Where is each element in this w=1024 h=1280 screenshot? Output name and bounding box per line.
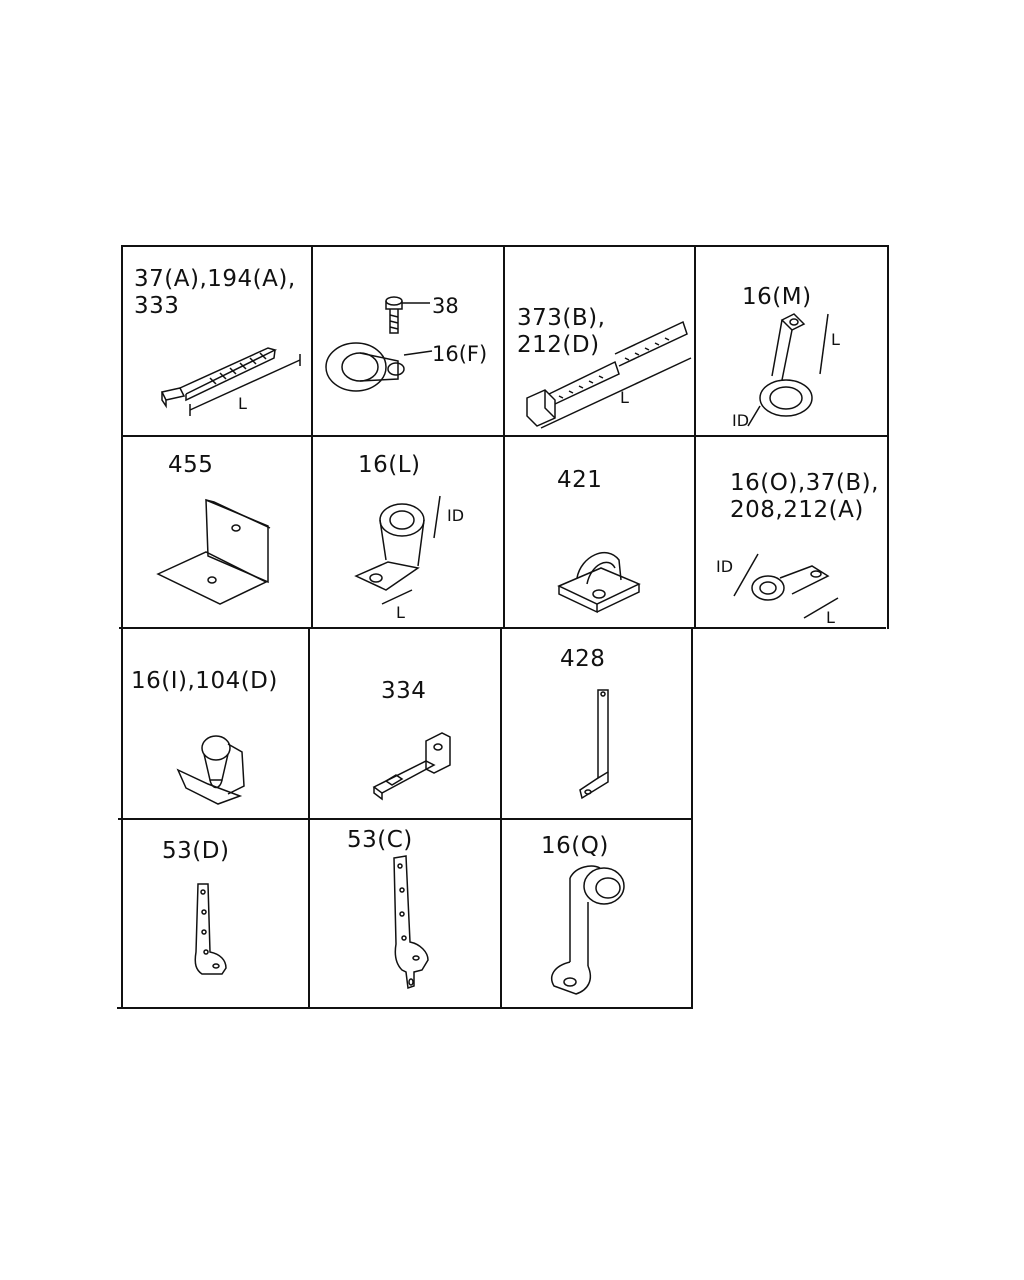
dimension-L-r1c3: L [620,388,629,407]
callout-16F: 16(F) [432,342,488,366]
loop-clamp-m-drawing [730,310,850,430]
strap-53c-drawing [382,852,442,992]
part-label-r1c3: 373(B), 212(D) [517,305,606,358]
loop-clamp-o-drawing [712,548,852,628]
cable-strap-drawing [515,318,695,428]
dimension-L-r2c4: L [826,608,835,627]
callout-38: 38 [432,294,459,318]
grid-col-divider-1b [308,627,310,1009]
dimension-ID-r1c4: ID [732,411,750,430]
grid-left-border [121,245,123,1009]
dimension-ID-r2c4: ID [716,557,734,576]
strap-53d-drawing [188,880,238,980]
grid-row-divider-1 [121,435,889,437]
grid-col-divider-3a [694,245,696,629]
p-clip-with-bolt-drawing [320,295,440,405]
part-label-r3c1: 16(I),104(D) [131,668,278,694]
loop-clamp-l-drawing [340,490,470,620]
dimension-L-r2c2: L [396,603,405,622]
part-label-r1c1: 37(A),194(A), 333 [134,266,296,319]
part-label-r4c1: 53(D) [162,838,230,864]
dimension-ID-r2c2: ID [447,506,465,525]
grid-top-border [121,245,889,247]
part-label-r2c2: 16(L) [358,452,421,478]
grid-col-divider-2a [503,245,505,629]
cable-tie-drawing [150,330,320,430]
bracket-334-drawing [370,725,460,805]
part-label-r2c4: 16(O),37(B), 208,212(A) [730,470,879,523]
clip-421-drawing [553,540,653,620]
part-label-r3c3: 428 [560,646,606,672]
grid-row-divider-3 [118,818,693,820]
clip-16i-drawing [174,730,264,810]
part-label-r1c4: 16(M) [742,284,812,310]
grid-col-divider-2b [500,627,502,1009]
grid-bottom-border [117,1007,693,1009]
loop-clamp-q-drawing [540,862,640,1002]
part-label-r2c1: 455 [168,452,214,478]
part-label-r2c3: 421 [557,467,603,493]
grid-col-divider-3b [691,627,693,1009]
strap-428-drawing [572,686,632,806]
part-label-r4c3: 16(Q) [541,833,609,859]
angle-bracket-455-drawing [150,490,280,610]
grid-right-border [887,245,889,629]
grid-row-divider-2 [119,627,886,629]
dimension-L-r1c1: L [238,394,247,413]
part-label-r3c2: 334 [381,678,427,704]
part-label-r4c2: 53(C) [347,827,413,853]
dimension-L-r1c4: L [831,330,840,349]
grid-col-divider-1a [311,245,313,629]
